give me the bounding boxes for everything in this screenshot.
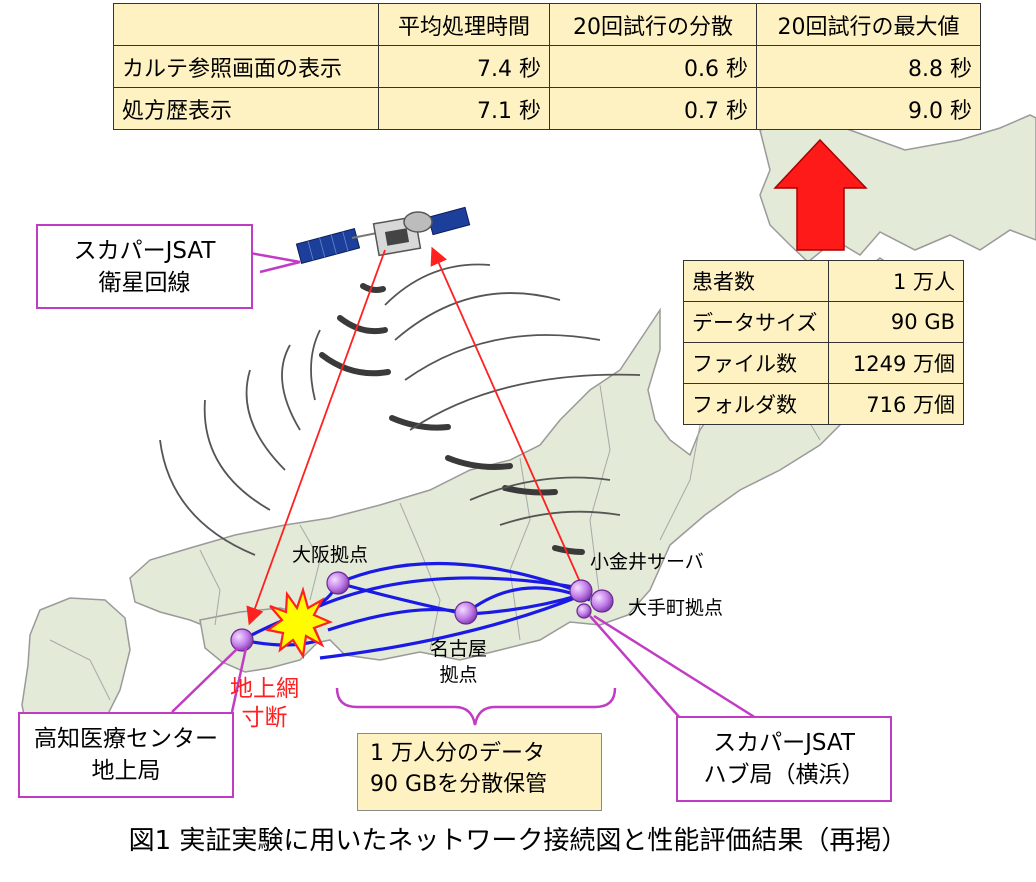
table-cell: 1249 万個: [828, 342, 964, 384]
node-koganei: [569, 579, 593, 603]
table-cell: 0.6 秒: [549, 45, 757, 88]
hub-callout-line1: スカパーJSAT: [713, 730, 855, 756]
header-cell: 20回試行の分散: [549, 3, 757, 46]
row-label: 患者数: [683, 260, 829, 302]
storage-brace: [335, 687, 617, 726]
table-row: 患者数 1 万人: [683, 260, 964, 302]
header-cell: [113, 3, 379, 46]
row-label: 処方歴表示: [113, 87, 379, 130]
label-ground-cut-line1: 地上網: [230, 676, 299, 702]
signal-waves-thin: [159, 263, 641, 556]
red-up-arrow: [773, 138, 868, 251]
kochi-callout-line1: 高知医療センター: [34, 726, 218, 752]
hub-callout: スカパーJSAT ハブ局（横浜）: [676, 716, 892, 802]
label-osaka: 大阪拠点: [292, 544, 369, 566]
node-osaka: [326, 571, 350, 595]
table-cell: 9.0 秒: [756, 87, 981, 130]
label-koganei: 小金井サーバ: [590, 551, 704, 573]
table-row: データサイズ 90 GB: [683, 301, 964, 343]
table-row: カルテ参照画面の表示 7.4 秒 0.6 秒 8.8 秒: [113, 45, 981, 88]
table-row: フォルダ数 716 万個: [683, 383, 964, 425]
header-cell: 20回試行の最大値: [756, 3, 981, 46]
storage-note-line1: 1 万人分のデータ: [370, 741, 545, 766]
node-otemachi: [590, 589, 614, 613]
label-nagoya-line2: 拠点: [439, 664, 478, 686]
satellite-signal-arrows: [246, 246, 581, 626]
signal-waves-dark: [319, 283, 585, 555]
callout-pointers: [249, 251, 301, 274]
label-otemachi: 大手町拠点: [628, 597, 724, 619]
node-nagoya: [454, 601, 478, 625]
table-cell: 7.1 秒: [378, 87, 550, 130]
table-cell: 90 GB: [828, 301, 964, 343]
satellite-callout: スカパーJSAT 衛星回線: [36, 224, 253, 309]
ground-cut-burst-icon: [265, 586, 333, 660]
table-cell: 0.7 秒: [549, 87, 757, 130]
callout-leader-lines: [171, 614, 757, 720]
kochi-callout-line2: 地上局: [91, 758, 161, 784]
row-label: カルテ参照画面の表示: [113, 45, 379, 88]
header-cell: 平均処理時間: [378, 3, 550, 46]
japan-land: [21, 114, 1036, 771]
table-cell: 8.8 秒: [756, 45, 981, 88]
network-lines: [241, 561, 591, 660]
table-cell: 716 万個: [828, 383, 964, 425]
storage-note-line2: 90 GBを分散保管: [370, 772, 548, 797]
network-map: [21, 114, 1036, 771]
label-ground-cut-line2: 寸断: [241, 705, 288, 731]
dataset-stats-table: 患者数 1 万人 データサイズ 90 GB ファイル数 1249 万個 フォルダ…: [683, 260, 964, 425]
network-nodes: [230, 571, 614, 652]
satellite-icon: [295, 206, 471, 265]
table-row: 処方歴表示 7.1 秒 0.7 秒 9.0 秒: [113, 87, 981, 130]
performance-table: 平均処理時間 20回試行の分散 20回試行の最大値 カルテ参照画面の表示 7.4…: [113, 3, 981, 130]
row-label: フォルダ数: [683, 383, 829, 425]
label-ground-cut: 地上網 寸断: [230, 675, 299, 733]
table-cell: 7.4 秒: [378, 45, 550, 88]
table-row: ファイル数 1249 万個: [683, 342, 964, 384]
node-kochi: [230, 628, 254, 652]
satellite-callout-line1: スカパーJSAT: [73, 238, 216, 264]
storage-note: 1 万人分のデータ 90 GBを分散保管: [357, 733, 602, 811]
row-label: ファイル数: [683, 342, 829, 384]
kochi-callout: 高知医療センター 地上局: [18, 712, 234, 798]
satellite-callout-line2: 衛星回線: [98, 270, 191, 296]
row-label: データサイズ: [683, 301, 829, 343]
node-yokohama: [576, 603, 592, 619]
figure-caption: 図1 実証実験に用いたネットワーク接続図と性能評価結果（再掲）: [128, 826, 908, 856]
performance-table-header: 平均処理時間 20回試行の分散 20回試行の最大値: [113, 3, 981, 46]
hub-callout-line2: ハブ局（横浜）: [703, 762, 865, 788]
label-nagoya: 名古屋 拠点: [430, 636, 487, 688]
label-nagoya-line1: 名古屋: [430, 638, 488, 660]
table-cell: 1 万人: [828, 260, 964, 302]
